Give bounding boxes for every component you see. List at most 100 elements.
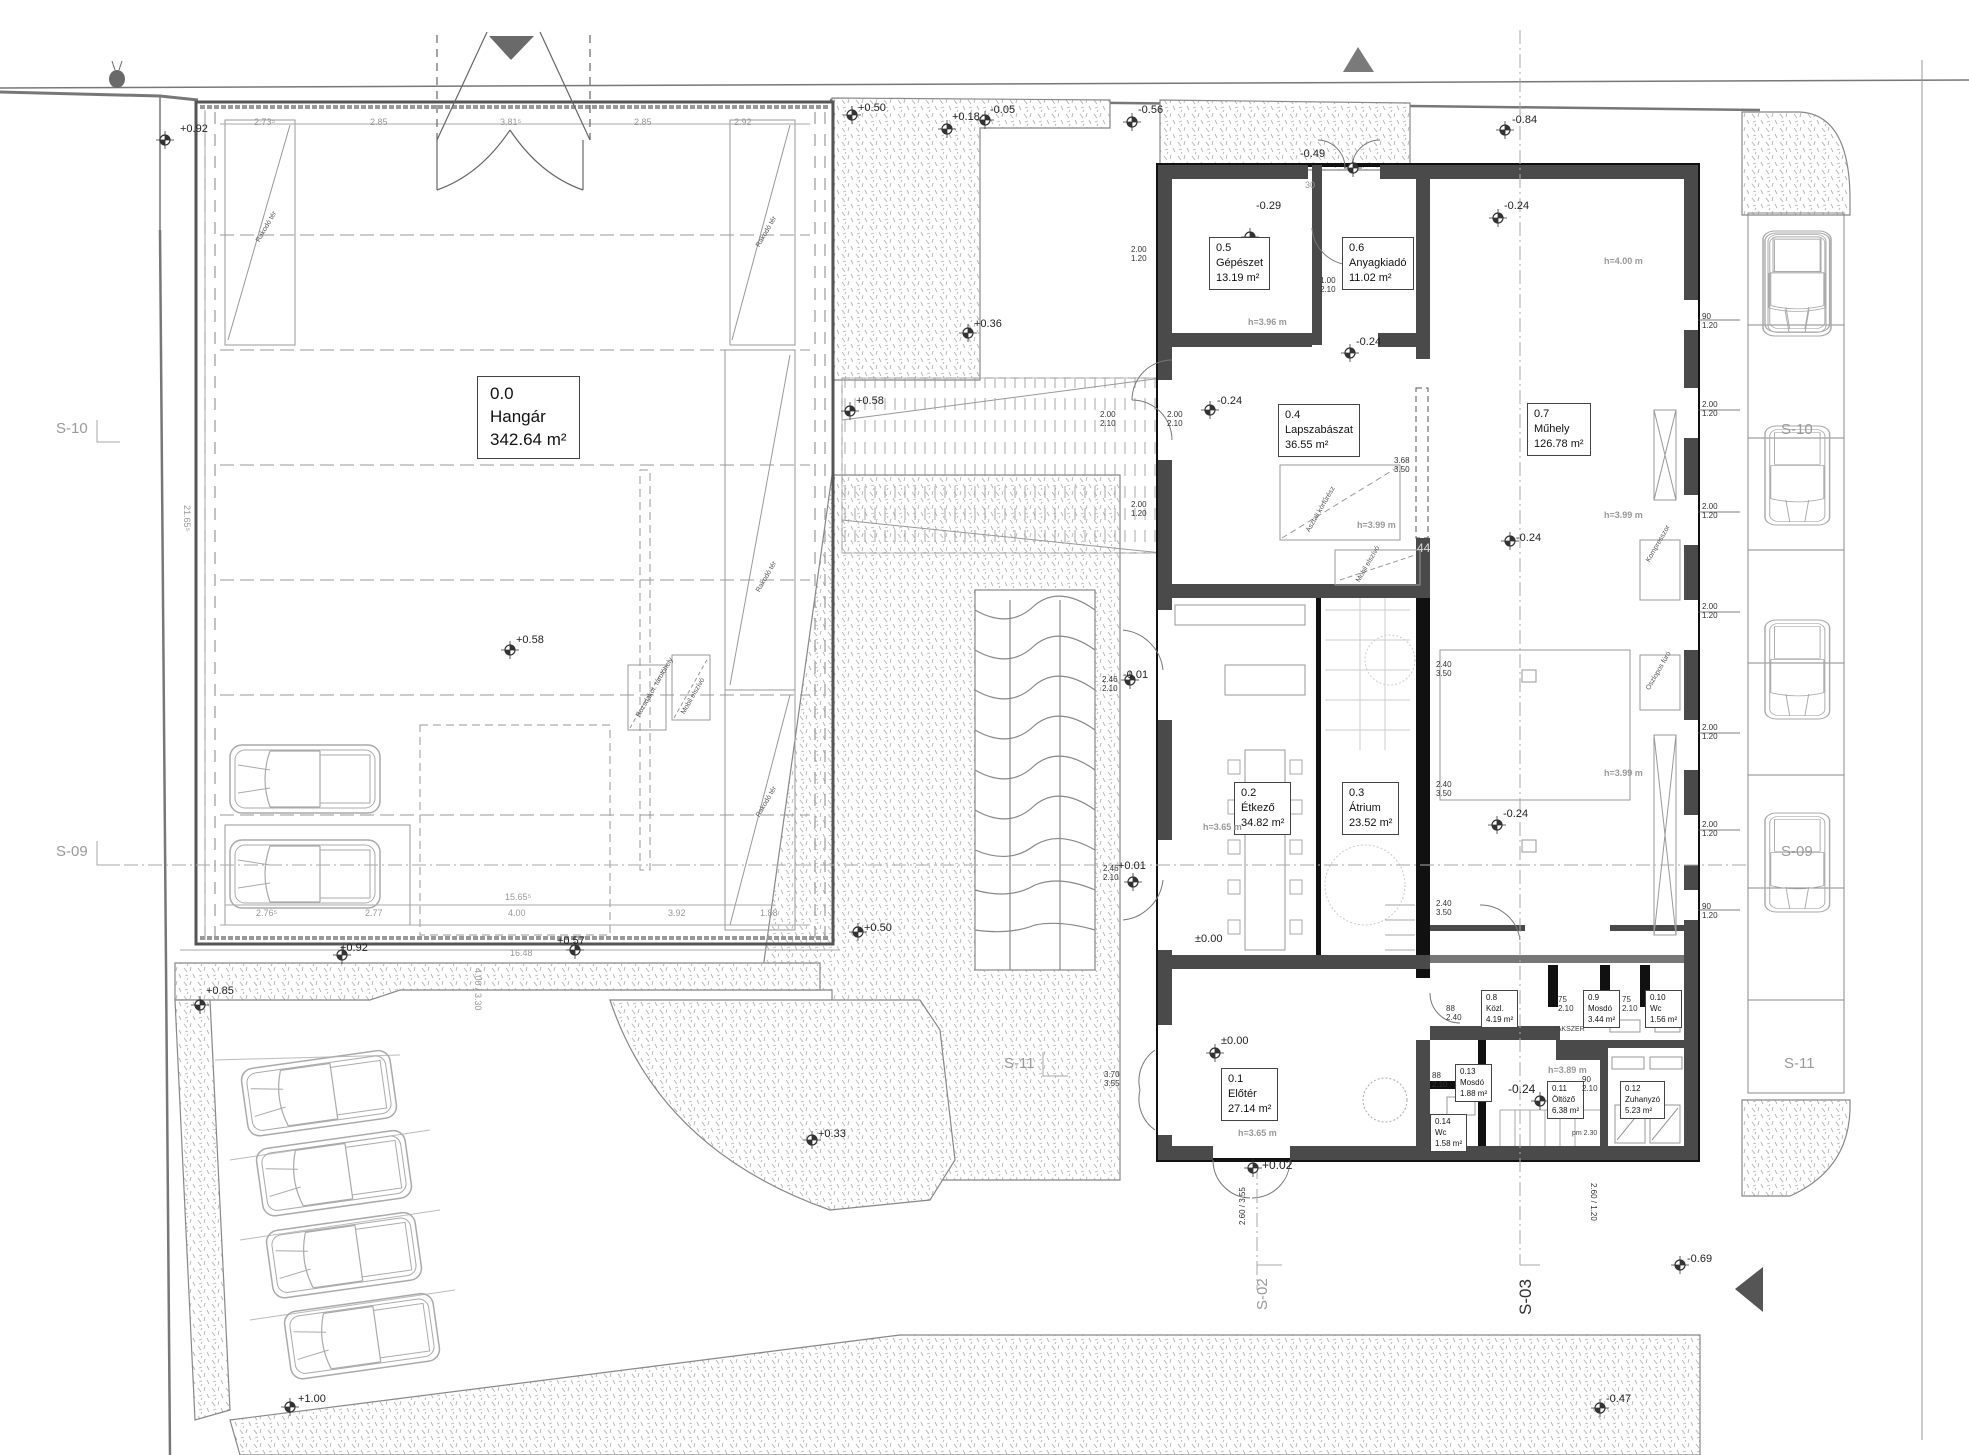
elevation-label: +0.85 [206,985,234,997]
wall-thickness-label: 44 [1417,541,1431,555]
room-tag-muhely: 0.7 Műhely 126.78 m² [1527,403,1591,456]
room-tag-wc-2: 0.14 Wc 1.58 m² [1430,1114,1468,1153]
room-tag-mosdo-2: 0.13 Mosdó 1.88 m² [1455,1064,1493,1103]
room-name: Műhely [1534,422,1570,435]
view-marker-north-icon [489,36,534,60]
room-name: Wc [1435,1127,1447,1137]
elevation-label: ±0.00 [1221,1035,1249,1047]
elevation-label: +0.02 [1262,1158,1293,1172]
room-name: Előtér [1228,1087,1257,1100]
hangar-structure [180,100,840,951]
section-label-s11-right: S-11 [1784,1055,1815,1072]
room-tag-kozl: 0.8 Közl. 4.19 m² [1481,990,1519,1029]
elevation-label: +0.50 [864,922,892,934]
room-number: 0.3 [1349,787,1365,799]
room-name: Hangár [490,406,546,426]
elevation-label: -0.24 [1508,1082,1536,1096]
ceiling-height-label: h=3.65 m [1238,1128,1277,1138]
room-area: 11.02 m² [1349,271,1392,284]
room-tag-hangar: 0.0 Hangár 342.64 m² [477,376,580,459]
elevation-label: +0.33 [818,1128,846,1140]
elevation-label: -0.56 [1138,104,1164,116]
hangar-cars [229,744,381,909]
elevation-label: -0.29 [1256,200,1282,212]
room-tag-gepeszet: 0.5 Gépészet 13.19 m² [1209,237,1271,290]
room-area: 4.19 m² [1486,1014,1514,1024]
room-tag-wc: 0.10 Wc 1.56 m² [1645,990,1683,1029]
elevation-label: -0.24 [1504,200,1530,212]
ceiling-height-label: h=4.00 m [1604,256,1643,266]
room-area: 27.14 m² [1228,1102,1272,1115]
room-number: 0.6 [1349,242,1365,254]
section-label-s10-left: S-10 [56,420,88,437]
window-dimension: 2.60 / 1.20 [1589,1183,1598,1221]
room-name: Mosdó [1460,1077,1485,1087]
room-number: 0.9 [1588,993,1600,1002]
room-area: 1.88 m² [1460,1088,1488,1098]
ceiling-height-label: h=3.65 m [1203,822,1242,832]
elevation-label: -0.05 [990,104,1016,116]
room-tag-oltozo: 0.11 Öltöző 6.38 m² [1547,1081,1585,1120]
room-name: Zuhanyzó [1625,1094,1661,1104]
elevation-label: +0.92 [180,123,208,135]
elevation-label: +0.58 [516,634,544,646]
elevation-label: +0.58 [856,395,884,407]
elevation-label: +0.92 [340,942,368,954]
dimension-top: 3.81⁵ [500,117,522,127]
elevation-label: -0.84 [1512,114,1538,126]
elevation-label: -0.49 [1300,148,1326,160]
room-number: 0.7 [1534,408,1550,420]
view-marker-east-icon [1735,1267,1763,1312]
hangar-gate [436,31,591,191]
room-area: 1.58 m² [1435,1138,1463,1148]
room-number: 0.12 [1625,1084,1641,1093]
elevation-label: -0.47 [1606,1393,1632,1405]
room-name: Közl. [1486,1003,1504,1013]
room-name: Mosdó [1588,1003,1613,1013]
window-dimension: 2.60 / 3.55 [1238,1187,1247,1225]
view-marker-north-2-icon [1343,47,1374,72]
room-area: 34.82 m² [1241,816,1285,829]
room-area: 5.23 m² [1625,1105,1653,1115]
pm-label: pm 2.30 [1572,1130,1598,1137]
room-tag-etkezo: 0.2 Étkező 34.82 m² [1234,782,1292,835]
room-name: Gépészet [1216,256,1264,269]
room-tag-lapszabaszat: 0.4 Lapszabászat 36.55 m² [1278,404,1360,457]
room-area: 3.44 m² [1588,1014,1616,1024]
room-name: Lapszabászat [1285,423,1353,436]
dimension-left-side: 21.65⁵ [182,505,192,532]
elevation-label: -0.24 [1503,808,1529,820]
room-tag-eloter: 0.1 Előtér 27.14 m² [1221,1068,1279,1121]
room-area: 36.55 m² [1285,438,1329,451]
room-tag-mosdo: 0.9 Mosdó 3.44 m² [1583,990,1621,1029]
room-tag-zuhanyzo: 0.12 Zuhanyzó 5.23 m² [1620,1081,1666,1120]
elevation-label: +0.36 [974,318,1002,330]
room-tag-anyagkiado: 0.6 Anyagkiadó 11.02 m² [1342,237,1414,290]
gate-dimension: 4.00 / 3.30 [473,968,483,1011]
room-number: 0.11 [1552,1084,1567,1093]
section-label-s11-mid: S-11 [1004,1055,1035,1072]
room-number: 0.10 [1650,993,1666,1002]
room-number: 0.13 [1460,1067,1476,1076]
dimension-top: 2.85 [370,117,388,127]
dimension-top: 2.92 [734,117,752,127]
covered-walkway [841,377,1163,554]
window-dimension-leaders [1698,319,1740,911]
wall-dimension-label: 30 [1305,180,1316,190]
elevation-label: -0.69 [1687,1253,1713,1265]
room-area: 13.19 m² [1216,271,1260,284]
